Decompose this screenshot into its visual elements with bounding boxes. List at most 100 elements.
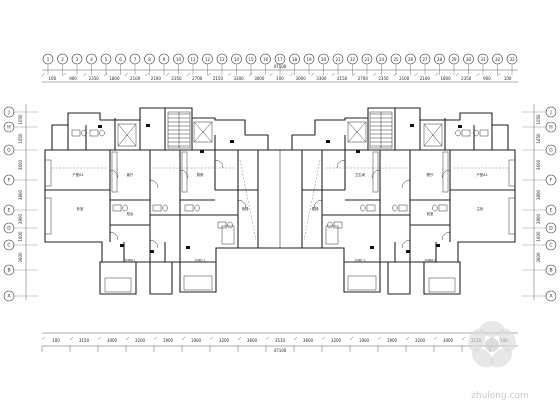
dimension-text: 1600	[18, 231, 23, 242]
bathroom-fixture	[152, 204, 162, 212]
dimension-text: 3900	[536, 213, 541, 224]
dim-tick	[124, 72, 128, 77]
dim-tick	[97, 336, 102, 341]
dim-tick	[186, 72, 191, 77]
axis-label-text: J	[549, 110, 551, 116]
dim-tick	[331, 72, 335, 77]
dim-tick	[228, 72, 232, 77]
axis-label-text: E	[8, 208, 11, 214]
building-plan	[44, 107, 516, 295]
dim-tick	[62, 72, 66, 77]
distribution-box	[98, 125, 102, 128]
watermark-petal	[468, 328, 486, 352]
dimension-text: 3800	[18, 189, 23, 200]
dim-tick	[497, 72, 501, 77]
axis-label-text: B	[549, 268, 552, 274]
dim-tick	[372, 72, 377, 77]
dim-tick	[145, 72, 149, 77]
dimension-text: 3600	[536, 252, 541, 263]
dim-tick	[461, 336, 466, 341]
watermark-petal	[480, 321, 504, 337]
axis-label-text: D	[7, 226, 11, 232]
room-label: 户型A2	[476, 172, 487, 177]
dimension-text: 2350	[378, 76, 389, 81]
axis-label-text: F	[8, 178, 11, 184]
dimension-text: 3200	[135, 338, 146, 343]
dimension-text: 1900	[387, 338, 398, 343]
axis-label-text: 22	[350, 57, 356, 62]
room-label: 厨房	[197, 172, 204, 177]
distribution-box	[150, 250, 154, 253]
elevator-shaft	[193, 121, 213, 143]
distribution-box	[436, 244, 440, 247]
wiring-line	[303, 159, 321, 241]
distribution-box	[406, 250, 410, 253]
axis-label-text: 16	[263, 57, 269, 62]
total-dimension-text: 47100	[274, 64, 287, 69]
axis-label-text: H	[549, 125, 552, 131]
dimension-text: 100	[52, 338, 60, 343]
dim-tick	[290, 72, 294, 77]
toilet	[360, 204, 366, 212]
axis-label-text: 21	[335, 57, 341, 62]
door-swing	[149, 239, 159, 249]
axis-label-text: H	[7, 125, 10, 131]
window	[221, 225, 235, 245]
dim-tick	[166, 72, 170, 77]
elevator-cross	[117, 123, 137, 147]
toilet	[392, 204, 398, 212]
dimension-text: 3200	[415, 338, 426, 343]
room-label: 户型B1	[124, 258, 135, 263]
axis-label-text: 23	[364, 57, 370, 62]
axis-label-text: 1	[47, 57, 50, 62]
dim-tick	[41, 336, 46, 341]
bathroom-fixture	[71, 129, 81, 137]
wiring-line	[239, 159, 257, 241]
watermark-petal	[490, 348, 513, 368]
room-label: 客厅	[127, 172, 134, 177]
kitchen-counter	[181, 151, 188, 193]
dimension-text: 3600	[303, 338, 314, 343]
dim-tick	[321, 336, 326, 341]
dim-tick	[103, 72, 108, 77]
dimension-text: 3510	[275, 338, 286, 343]
distribution-box	[200, 150, 204, 153]
dimension-text: 3000	[107, 338, 118, 343]
axis-label-text: 24	[379, 57, 385, 62]
axis-label-text: D	[549, 226, 553, 232]
dimension-text: 900	[69, 76, 77, 81]
axis-label-text: 31	[480, 57, 486, 62]
axis-label-text: 25	[393, 57, 399, 62]
axis-label-text: 9	[163, 57, 166, 62]
axis-label-text: 27	[422, 57, 428, 62]
dim-tick	[352, 72, 356, 77]
door-swing	[313, 199, 323, 209]
dim-tick	[248, 72, 253, 77]
axis-label-text: C	[7, 243, 10, 249]
dimension-text: 1900	[163, 338, 174, 343]
toilet	[432, 204, 438, 212]
window	[44, 197, 52, 235]
dim-tick	[41, 72, 46, 77]
dim-tick	[83, 72, 87, 77]
elevator-cross	[347, 121, 367, 143]
dim-tick	[125, 336, 130, 341]
toilet	[455, 129, 461, 137]
balcony	[428, 277, 456, 293]
dim-tick	[405, 336, 410, 341]
stair	[167, 111, 191, 149]
dimension-text: 2350	[461, 76, 472, 81]
dimension-text: 2100	[130, 76, 141, 81]
kitchen-counter	[372, 151, 379, 193]
dimension-text: 3600	[536, 159, 541, 170]
dim-tick	[433, 336, 438, 341]
bathroom-fixture	[112, 204, 122, 212]
dim-tick	[393, 72, 397, 77]
room-label: 楼梯	[312, 206, 319, 211]
kitchen-counter	[111, 151, 118, 193]
door-swing	[401, 239, 411, 249]
dim-tick	[69, 336, 74, 341]
room-label: 户型C1	[194, 258, 205, 263]
balcony	[104, 277, 132, 293]
